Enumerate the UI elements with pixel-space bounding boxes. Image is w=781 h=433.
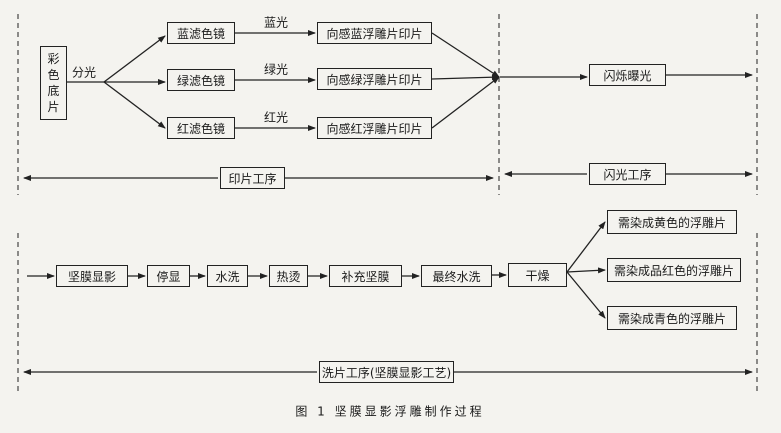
red-light-label: 红光 <box>263 110 289 125</box>
filter-blue-box: 蓝滤色镜 <box>167 22 235 44</box>
source-char: 色 <box>47 68 60 82</box>
print-red-box: 向感红浮雕片印片 <box>317 117 432 139</box>
output-magenta-box: 需染成品红色的浮雕片 <box>607 258 741 282</box>
stage-flash-box: 闪光工序 <box>589 163 666 185</box>
step-hot-rinse: 热烫 <box>269 265 308 287</box>
output-yellow-box: 需染成黄色的浮雕片 <box>607 210 737 234</box>
flash-exposure-box: 闪烁曝光 <box>589 64 666 86</box>
arrow-blue-converge <box>431 32 500 78</box>
step-final-wash: 最终水洗 <box>421 265 492 287</box>
arrow-split-red <box>103 81 166 129</box>
step-stop: 停显 <box>147 265 190 287</box>
arrow-green-converge <box>431 74 500 81</box>
stage-print-box: 印片工序 <box>220 167 285 189</box>
print-blue-box: 向感蓝浮雕片印片 <box>317 22 432 44</box>
source-film-box: 彩 色 底 片 <box>40 46 67 120</box>
arrow-out-cyan <box>566 271 606 319</box>
figure-caption: 图 1 坚膜显影浮雕制作过程 <box>295 404 485 419</box>
step-wash: 水洗 <box>207 265 248 287</box>
step-dry: 干燥 <box>508 263 567 287</box>
step-extra-harden: 补充坚膜 <box>329 265 402 287</box>
arrow-out-magenta <box>566 267 606 274</box>
filter-green-box: 绿滤色镜 <box>167 69 235 91</box>
source-char: 彩 <box>47 52 60 66</box>
arrow-red-converge <box>431 76 500 129</box>
arrow-out-yellow <box>566 221 606 273</box>
blue-light-label: 蓝光 <box>263 15 289 30</box>
split-label: 分光 <box>71 65 97 80</box>
source-char: 底 <box>47 84 60 98</box>
print-green-box: 向感绿浮雕片印片 <box>317 68 432 90</box>
output-cyan-box: 需染成青色的浮雕片 <box>607 306 737 330</box>
filter-red-box: 红滤色镜 <box>167 117 235 139</box>
step-hardening-develop: 坚膜显影 <box>56 265 128 287</box>
green-light-label: 绿光 <box>263 62 289 77</box>
stage-wash-box: 洗片工序(坚膜显影工艺) <box>319 361 454 383</box>
source-char: 片 <box>47 100 60 114</box>
arrow-split-blue <box>103 35 166 83</box>
